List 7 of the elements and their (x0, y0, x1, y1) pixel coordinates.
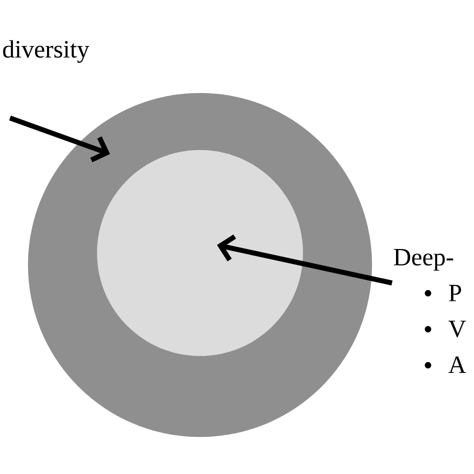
heading-text: Deep- (394, 249, 454, 271)
list-item: V (448, 320, 466, 338)
label-text: diversity (3, 40, 90, 63)
list-item: A (448, 356, 466, 373)
inner-circle (97, 150, 303, 356)
arrow (9, 116, 110, 162)
list-item: P (448, 284, 462, 302)
